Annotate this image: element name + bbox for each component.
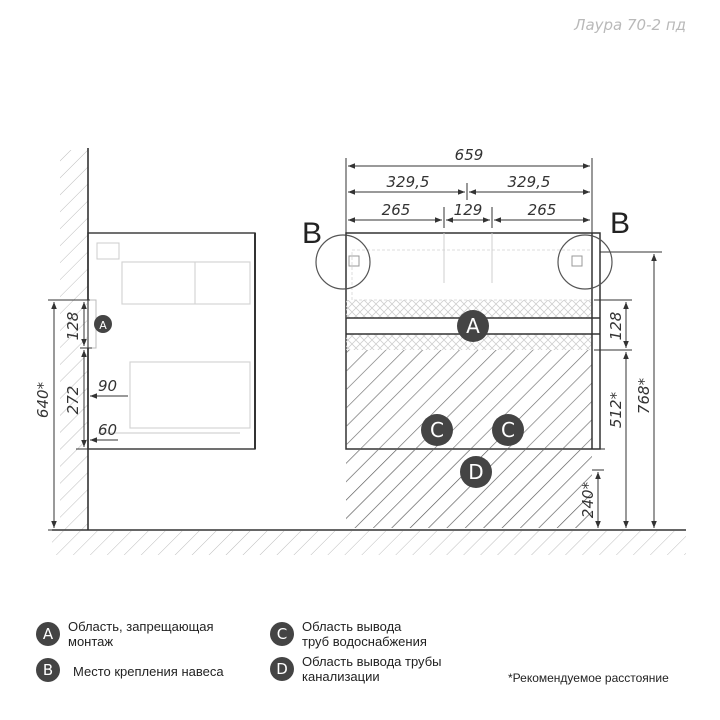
mount-circle-left [315,234,371,290]
dim-total-width: 659 [455,146,484,164]
mounting-points: B B [302,207,630,290]
floor [52,529,686,555]
dim-side-60: 60 [98,421,117,439]
front-top-dimensions: 659 329,5 329,5 265 129 265 [345,146,593,236]
legend-a-badge: A [36,622,60,646]
front-view [345,232,662,528]
zone-markers: A C C D [421,310,524,488]
legend-c-badge: C [270,622,294,646]
side-marker-a-letter: A [99,319,107,332]
dim-seg-center: 129 [454,201,483,219]
legend-d-text: Область вывода трубы канализации [302,654,441,684]
legend-a-text: Область, запрещающая монтаж [68,619,214,649]
zone-c-hatch [346,350,592,449]
footnote: *Рекомендуемое расстояние [508,671,669,685]
dim-half-left: 329,5 [387,173,430,191]
side-view [60,148,256,530]
dim-side-90: 90 [98,377,117,395]
legend-b-text: Место крепления навеса [73,664,224,679]
mount-label-left: B [302,217,322,250]
dim-side-272: 272 [64,386,82,415]
mount-circle-right [557,234,613,290]
legend-c-line1: Область вывода [302,619,402,634]
dim-front-768: 768* [635,377,653,414]
marker-d-letter: D [468,460,483,484]
dim-front-240: 240* [579,481,597,518]
marker-a-letter: A [466,314,480,338]
side-marker-a [94,315,112,333]
side-cabinet-outline [87,232,256,450]
legend-c-text: Область вывода труб водоснабжения [302,619,427,649]
dim-front-512: 512* [607,391,625,428]
model-title: Лаура 70-2 пд [574,16,686,34]
dim-seg-left: 265 [382,201,411,219]
marker-a [457,310,489,342]
legend-d-line1: Область вывода трубы [302,654,442,669]
legend-d-badge: D [270,657,294,681]
dim-side-128: 128 [64,312,82,341]
dim-front-128: 128 [607,312,625,341]
legend-a-line1: Область, запрещающая [68,619,214,634]
dim-seg-right: 265 [528,201,557,219]
marker-c-right-letter: C [501,418,515,442]
legend-a-line2: монтаж [68,634,114,649]
dim-side-640: 640* [34,381,52,418]
marker-c-left-letter: C [430,418,444,442]
marker-d [460,456,492,488]
legend-d-line2: канализации [302,669,380,684]
mount-label-right: B [610,207,630,240]
legend-b-badge: B [36,658,60,682]
marker-c-right [492,414,524,446]
front-side-dimensions: 128 512* 768* 240* [579,254,657,528]
dim-half-right: 329,5 [508,173,551,191]
marker-c-left [421,414,453,446]
legend-c-line2: труб водоснабжения [302,634,427,649]
